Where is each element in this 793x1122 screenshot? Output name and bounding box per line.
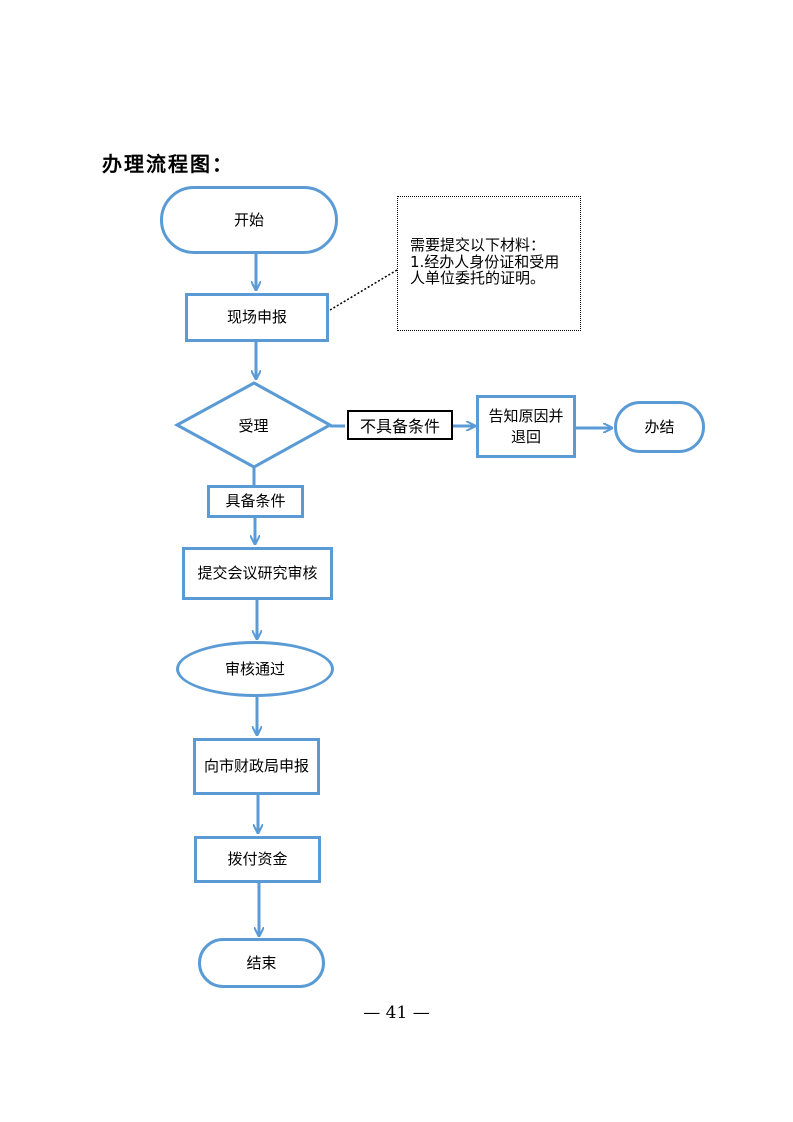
- onsite-apply-label: 现场申报: [226, 308, 287, 327]
- page-number: — 41 —: [363, 1003, 430, 1023]
- meeting-review-node: 提交会议研究审核: [182, 547, 333, 600]
- end-label: 结束: [246, 953, 277, 972]
- closed-node: 办结: [614, 401, 705, 453]
- allocate-funds-node: 拨付资金: [194, 836, 321, 883]
- notify-reason-label: 告知原因并 退回: [488, 407, 564, 446]
- note-line-2: 人单位委托的证明。: [410, 269, 546, 287]
- notify-reason-node: 告知原因并 退回: [476, 395, 576, 458]
- report-finance-node: 向市财政局申报: [193, 738, 320, 795]
- qualified-label: 具备条件: [225, 492, 286, 511]
- meeting-review-label: 提交会议研究审核: [197, 564, 318, 583]
- note-connector: [329, 269, 398, 311]
- note-title: 需要提交以下材料：: [410, 236, 546, 254]
- closed-label: 办结: [644, 417, 675, 436]
- start-label: 开始: [233, 210, 264, 229]
- qualified-node: 具备条件: [207, 485, 304, 518]
- report-finance-label: 向市财政局申报: [203, 757, 309, 776]
- allocate-funds-label: 拨付资金: [227, 850, 288, 869]
- not-qualified-box: 不具备条件: [347, 410, 453, 440]
- page-heading: 办理流程图：: [102, 152, 234, 176]
- accept-label: 受理: [238, 416, 269, 435]
- end-node: 结束: [198, 938, 325, 988]
- note-line-1: 1.经办人身份证和受用: [410, 252, 560, 271]
- onsite-apply-node: 现场申报: [185, 293, 329, 342]
- materials-note: 需要提交以下材料： 1.经办人身份证和受用 人单位委托的证明。: [397, 196, 581, 331]
- not-qualified-label: 不具备条件: [359, 417, 440, 436]
- review-passed-label: 审核通过: [224, 659, 285, 678]
- review-passed-node: 审核通过: [176, 641, 334, 697]
- start-node: 开始: [160, 186, 338, 254]
